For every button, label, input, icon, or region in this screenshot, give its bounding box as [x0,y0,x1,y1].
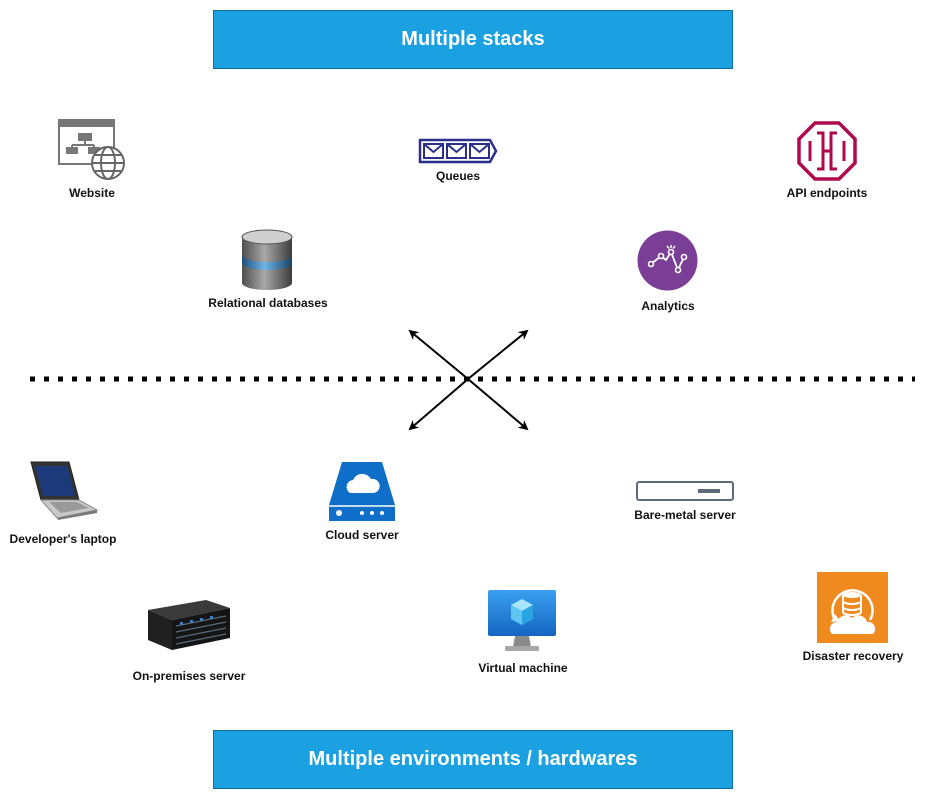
analytics-icon [637,230,698,291]
server-chassis-icon [148,600,230,650]
arrow-diagonal-down-left [408,378,469,431]
website-icon [58,119,125,180]
disaster-recovery-label: Disaster recovery [802,649,904,663]
api-endpoints-label: API endpoints [786,186,868,200]
developer-laptop-label: Developer's laptop [9,532,117,546]
cloud-server-icon [329,462,395,521]
arrow-diagonal-down [408,329,469,380]
cloud-server-label: Cloud server [325,528,399,542]
analytics-label: Analytics [641,299,695,313]
environments-banner-text: Multiple environments / hardwares [308,748,638,770]
virtual-machine-label: Virtual machine [478,661,568,675]
rack-server-icon [636,481,734,501]
disaster-recovery-icon [817,572,888,643]
arrow-diagonal-up [467,329,529,380]
laptop-icon [30,461,99,520]
environments-banner: Multiple environments / hardwares [213,730,733,789]
api-gateway-icon [797,121,857,181]
queues-label: Queues [435,169,481,183]
website-label: Website [69,186,115,200]
on-premises-server-label: On-premises server [132,669,246,683]
relational-databases-label: Relational databases [208,296,328,310]
virtual-machine-icon [488,590,556,651]
bare-metal-server-label: Bare-metal server [634,508,736,522]
stacks-banner-text: Multiple stacks [401,28,545,50]
queue-icon [418,138,498,164]
arrow-diagonal-down-right [467,378,529,431]
database-icon [241,229,293,290]
stacks-banner: Multiple stacks [213,10,733,69]
